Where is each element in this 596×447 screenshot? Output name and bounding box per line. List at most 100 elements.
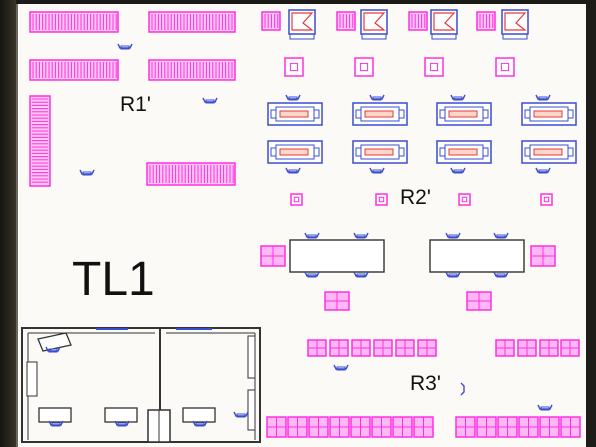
bench-frame (146, 162, 236, 186)
room-label-r2: R2' (400, 186, 431, 209)
box-outer (284, 57, 304, 77)
box-inner (543, 196, 550, 203)
hood-1 (360, 9, 388, 40)
chair-seat (117, 422, 127, 427)
cabinet-top-0 (284, 57, 304, 77)
hood-0 (288, 9, 316, 40)
background-left (0, 0, 16, 447)
hood-3 (501, 9, 529, 40)
chair-back (445, 232, 461, 238)
box-inner (359, 62, 369, 72)
chair-back (493, 271, 509, 277)
box-outer (458, 193, 471, 206)
mini-box-2 (458, 193, 471, 206)
r3-bottom-unit-11 (518, 416, 539, 438)
meeting-chair-5 (353, 271, 369, 278)
chair-back (450, 94, 466, 100)
cabinet-right-1 (530, 245, 556, 267)
r3-bottom-unit-6 (392, 416, 413, 438)
cabinet-bottom-2 (466, 291, 492, 311)
r3-top-unit-9 (560, 339, 580, 357)
chair-back (45, 346, 61, 352)
station-row2-3 (521, 140, 577, 164)
small-bench-top-3 (476, 11, 496, 31)
chair-back (535, 94, 551, 100)
hood-base (361, 33, 387, 40)
chair-back (353, 271, 369, 277)
box-outer (375, 193, 388, 206)
chair-back (202, 97, 218, 103)
cabinet-top-2 (424, 57, 444, 77)
desk-top (182, 407, 216, 423)
chair-row2-0 (285, 167, 301, 174)
chair-back (450, 167, 466, 173)
chair-back (192, 420, 208, 426)
meeting-chair-0 (304, 232, 320, 239)
chair-back (445, 271, 461, 277)
r3-bottom-unit-10 (497, 416, 518, 438)
chair-back (535, 167, 551, 173)
chair-seat (288, 96, 298, 101)
r3-top-unit-2 (351, 339, 371, 357)
room-label-r3: R3' (410, 372, 441, 395)
mini-box-3 (540, 193, 553, 206)
chair-seat (453, 96, 463, 101)
hood-base (289, 33, 315, 40)
meeting-table-2 (429, 239, 525, 273)
desk-chair (48, 420, 64, 427)
chair-seat (195, 422, 205, 427)
chair-seat (236, 413, 246, 418)
chair-back (285, 167, 301, 173)
office-outer-wall (21, 327, 261, 443)
chair-seat (288, 169, 298, 174)
bench-r1-vertical (29, 95, 51, 187)
chair-seat (82, 171, 92, 176)
chair-back (537, 404, 553, 410)
box-inner (429, 62, 439, 72)
room-label-tl1: TL1 (72, 253, 155, 306)
box-outer (495, 57, 515, 77)
bench-r1-2 (148, 11, 236, 33)
cabinet-top-1 (354, 57, 374, 77)
cabinet-left-1 (260, 245, 286, 267)
r3-top-unit-0 (307, 339, 327, 357)
chair-seat (372, 169, 382, 174)
station-end (524, 109, 531, 119)
station-end (439, 147, 446, 157)
station-end (524, 147, 531, 157)
chair-back (460, 382, 465, 396)
station-end (398, 147, 405, 157)
desk-chair (114, 420, 130, 427)
small-bench-top-1 (336, 11, 356, 31)
hood-inner (504, 12, 527, 31)
r3-bottom-unit-3 (329, 416, 350, 438)
chair-back (333, 364, 349, 370)
bench-frame (29, 59, 119, 81)
r3-bottom-unit-0 (266, 416, 287, 438)
chair-seat (496, 273, 506, 278)
station-row1-3 (521, 102, 577, 126)
station-bar (364, 110, 394, 118)
desk-chair (192, 420, 208, 427)
chair-seat (496, 234, 506, 239)
small-bench-top-2 (408, 11, 428, 31)
box-inner (289, 62, 299, 72)
r3-bottom-unit-13 (560, 416, 581, 438)
chair-back (304, 232, 320, 238)
station-bar (364, 148, 394, 156)
chair-back (304, 271, 320, 277)
cabinet-top-3 (495, 57, 515, 77)
box-inner (461, 196, 468, 203)
hood-base (431, 33, 457, 40)
station-end (567, 147, 574, 157)
hood-2 (430, 9, 458, 40)
floor-plan-drawing (21, 9, 581, 443)
chair-seat (540, 406, 550, 411)
chair-back (114, 420, 130, 426)
station-bar (279, 148, 309, 156)
chair-back (493, 232, 509, 238)
chair-row1-0 (285, 94, 301, 101)
chair-row1-3 (535, 94, 551, 101)
bench-frame (148, 11, 236, 33)
box-inner (293, 196, 300, 203)
